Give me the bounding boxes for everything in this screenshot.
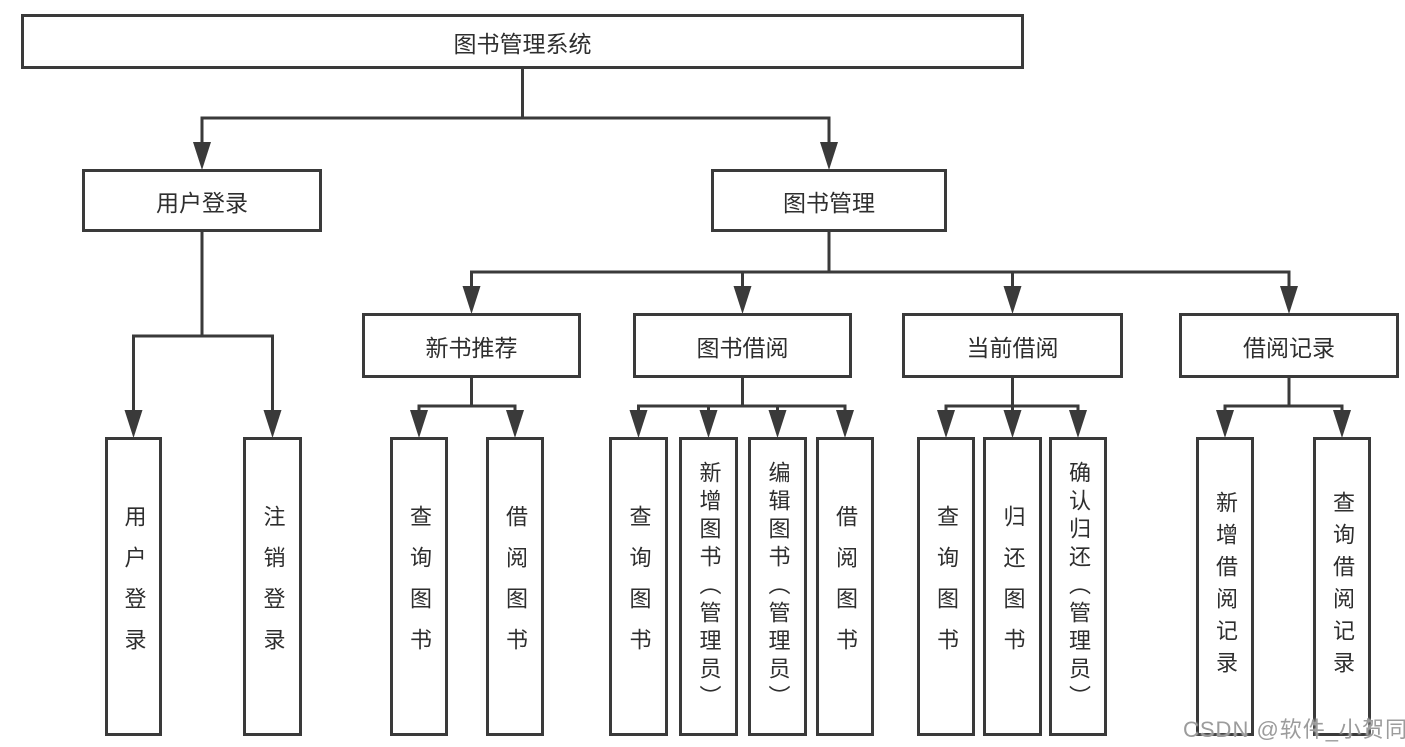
node-nbr-borrow: 借阅图书 <box>486 437 544 736</box>
node-br-add: 新增借阅记录 <box>1196 437 1254 736</box>
node-br-query: 查询借阅记录 <box>1313 437 1371 736</box>
node-logout-v: 注销登录 <box>243 437 302 736</box>
node-book-mgmt: 图书管理 <box>711 169 947 232</box>
node-bb-query: 查询图书 <box>609 437 668 736</box>
node-cb-confirm: 确认归还（管理员） <box>1049 437 1107 736</box>
node-bb-edit: 编辑图书（管理员） <box>748 437 807 736</box>
node-bb-add: 新增图书（管理员） <box>679 437 738 736</box>
node-nbr-query: 查询图书 <box>390 437 448 736</box>
node-login-v: 用户登录 <box>105 437 162 736</box>
node-user-login: 用户登录 <box>82 169 322 232</box>
watermark: CSDN @软件_小贺同学 <box>1183 717 1405 742</box>
node-root: 图书管理系统 <box>21 14 1024 69</box>
node-cb-return: 归还图书 <box>983 437 1042 736</box>
node-new-book-rec: 新书推荐 <box>362 313 581 378</box>
node-cb-query: 查询图书 <box>917 437 975 736</box>
node-borrow-records: 借阅记录 <box>1179 313 1399 378</box>
node-bb-borrow: 借阅图书 <box>816 437 874 736</box>
node-book-borrow: 图书借阅 <box>633 313 852 378</box>
node-current-borrow: 当前借阅 <box>902 313 1123 378</box>
